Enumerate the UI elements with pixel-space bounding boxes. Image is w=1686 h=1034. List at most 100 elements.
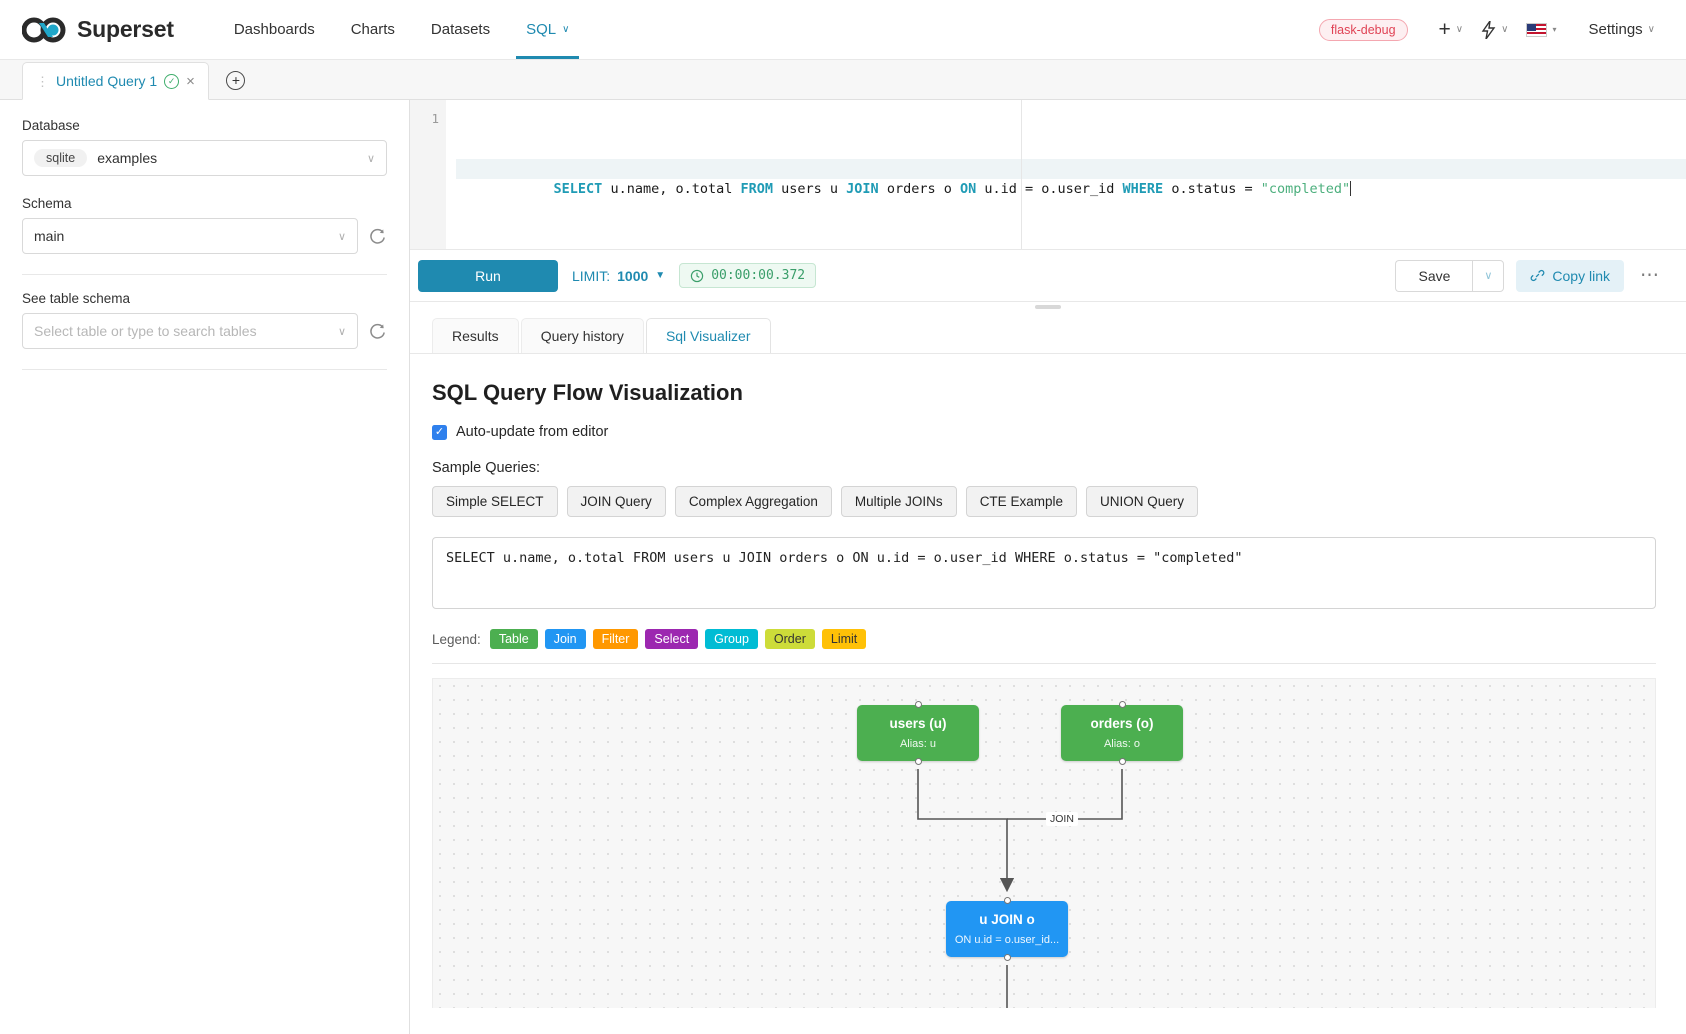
drag-handle-icon[interactable]: ⋮ (36, 73, 49, 89)
node-handle-top[interactable] (1003, 897, 1011, 904)
settings-menu-button[interactable]: Settings ∨ (1579, 21, 1664, 38)
brand-name: Superset (77, 16, 174, 42)
node-handle-top[interactable] (914, 701, 922, 708)
node-handle-bottom[interactable] (914, 758, 922, 765)
page-title: SQL Query Flow Visualization (432, 380, 743, 405)
sql-input-textarea[interactable] (432, 537, 1656, 609)
query-tab-untitled-query-1[interactable]: ⋮ Untitled Query 1 ✓ × (22, 62, 209, 100)
tab-query-history[interactable]: Query history (520, 318, 644, 354)
auto-update-checkbox[interactable]: ✓ (432, 424, 447, 440)
tab-label: Query history (540, 328, 624, 344)
nav-link-dashboards[interactable]: Dashboards (216, 0, 333, 59)
database-select[interactable]: sqlite examples ∨ (22, 140, 387, 176)
refresh-schema-icon[interactable] (368, 227, 387, 246)
legend-chip-join: Join (544, 629, 586, 649)
caret-down-icon: ▼ (655, 270, 666, 281)
sql-editor[interactable]: 1 SELECT u.name, o.total FROM users u JO… (410, 100, 1686, 250)
table-search-placeholder: Select table or type to search tables (34, 323, 257, 339)
tab-label: Sql Visualizer (665, 328, 751, 344)
tab-results[interactable]: Results (432, 318, 519, 354)
node-title: orders (o) (1090, 716, 1154, 732)
save-button-group: Save ∨ (1395, 259, 1505, 292)
schema-value: main (34, 228, 65, 244)
add-query-tab-button[interactable]: + (208, 61, 263, 99)
nav-link-sql[interactable]: SQL ∨ (508, 0, 587, 59)
database-engine-chip: sqlite (34, 149, 88, 167)
sample-query-button-2[interactable]: Complex Aggregation (674, 486, 832, 517)
close-icon[interactable]: × (186, 72, 195, 90)
save-button[interactable]: Save (1395, 259, 1473, 292)
limit-value: 1000 (617, 267, 649, 284)
node-handle-top[interactable] (1118, 701, 1126, 708)
chevron-down-icon: ∨ (366, 152, 375, 165)
chevron-down-icon: ∨ (1455, 24, 1464, 35)
more-options-icon[interactable]: ⋯ (1640, 265, 1660, 286)
schema-select[interactable]: main ∨ (22, 218, 358, 254)
copy-link-label: Copy link (1552, 267, 1610, 284)
sample-query-button-3[interactable]: Multiple JOINs (840, 486, 957, 517)
chevron-down-icon: ∨ (1501, 24, 1509, 35)
sql-visualizer-pane: SQL Query Flow Visualization ✓ Auto-upda… (410, 354, 1686, 1034)
sample-query-button-1[interactable]: JOIN Query (566, 486, 666, 517)
result-tabs-underline (410, 353, 1686, 354)
body-split: Database sqlite examples ∨ Schema main ∨ (0, 100, 1686, 1034)
clock-icon (691, 269, 704, 282)
see-table-schema-label: See table schema (22, 291, 131, 306)
chevron-down-icon: ∨ (1647, 24, 1655, 35)
node-handle-bottom[interactable] (1003, 954, 1011, 961)
legend-chip-table: Table (489, 629, 538, 649)
brand-logo-area[interactable]: Superset (22, 16, 174, 43)
left-panel-divider (22, 274, 387, 275)
plus-circle-icon: + (226, 70, 246, 90)
schema-label: Schema (22, 196, 72, 211)
save-dropdown-button[interactable]: ∨ (1472, 259, 1505, 292)
sample-query-button-4[interactable]: CTE Example (965, 486, 1077, 517)
nav-link-datasets[interactable]: Datasets (413, 0, 508, 59)
nav-label: Charts (350, 21, 395, 38)
right-panel: 1 SELECT u.name, o.total FROM users u JO… (410, 100, 1686, 1034)
chevron-down-icon: ∨ (337, 325, 346, 338)
nav-label: Datasets (430, 21, 491, 38)
code-line-1: SELECT u.name, o.total FROM users u JOIN… (456, 159, 1686, 197)
link-icon (1531, 269, 1545, 282)
flow-node-users[interactable]: users (u) Alias: u (857, 701, 979, 765)
node-handle-bottom[interactable] (1118, 758, 1126, 765)
table-search-select[interactable]: Select table or type to search tables ∨ (22, 313, 358, 349)
sample-query-buttons: Simple SELECT JOIN Query Complex Aggregati… (432, 486, 1656, 517)
result-tabs: Results Query history Sql Visualizer (410, 312, 1686, 354)
auto-update-checkbox-row[interactable]: ✓ Auto-update from editor (432, 424, 1656, 440)
node-subtitle: Alias: o (1103, 737, 1141, 750)
sample-query-button-0[interactable]: Simple SELECT (432, 486, 558, 517)
flow-node-orders[interactable]: orders (o) Alias: o (1061, 701, 1183, 765)
node-title: users (u) (889, 716, 947, 732)
nav-link-charts[interactable]: Charts (333, 0, 413, 59)
limit-dropdown[interactable]: LIMIT: 1000 ▼ (572, 268, 665, 284)
editor-gutter: 1 (410, 100, 446, 249)
tab-sql-visualizer[interactable]: Sql Visualizer (645, 318, 771, 354)
resize-grip-icon (1035, 305, 1061, 309)
refresh-tables-icon[interactable] (368, 322, 387, 341)
nav-label: Dashboards (233, 21, 315, 38)
panel-resize-handle[interactable] (410, 302, 1686, 312)
language-button[interactable]: ▾ (1517, 22, 1565, 37)
bolt-menu-button[interactable]: ∨ (1472, 20, 1517, 39)
chevron-down-icon: ∨ (562, 24, 570, 35)
sample-query-button-5[interactable]: UNION Query (1085, 486, 1198, 517)
new-item-button[interactable]: + ∨ (1430, 19, 1473, 40)
chevron-down-icon: ∨ (337, 230, 346, 243)
editor-code-area[interactable]: SELECT u.name, o.total FROM users u JOIN… (446, 100, 1686, 249)
flask-debug-badge: flask-debug (1318, 18, 1408, 41)
node-subtitle: ON u.id = o.user_id... (954, 933, 1060, 946)
query-tab-label: Untitled Query 1 (56, 73, 158, 89)
run-button[interactable]: Run (418, 259, 558, 292)
text-cursor (1350, 181, 1352, 196)
check-circle-icon: ✓ (164, 73, 180, 89)
legend-chip-order: Order (764, 629, 815, 649)
database-value: examples (97, 150, 158, 166)
query-tab-strip: ⋮ Untitled Query 1 ✓ × + (0, 60, 1686, 100)
copy-link-button[interactable]: Copy link (1516, 259, 1624, 292)
node-subtitle: Alias: u (899, 737, 937, 750)
